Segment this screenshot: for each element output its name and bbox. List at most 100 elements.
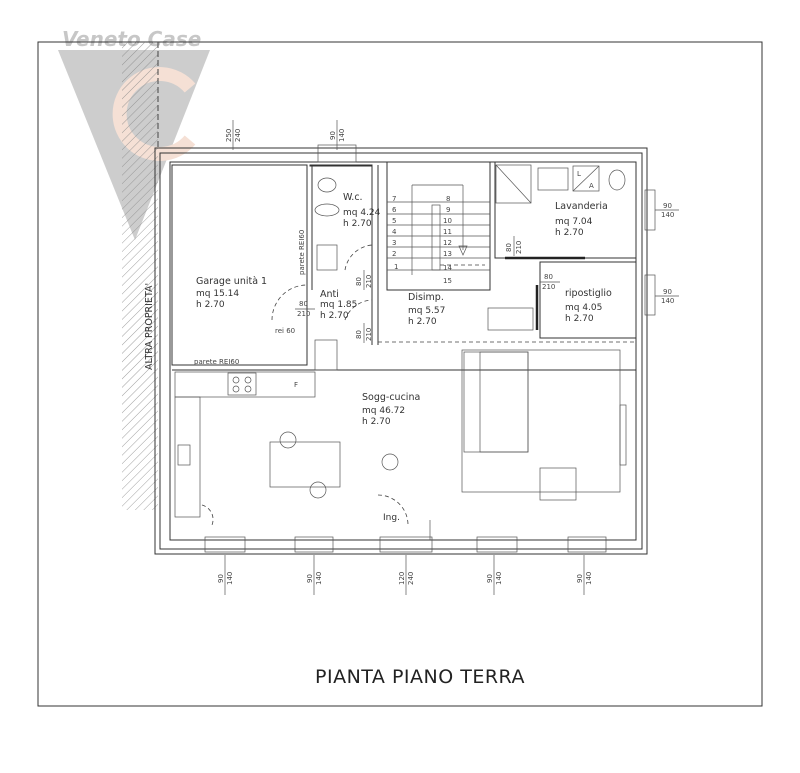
svg-text:5: 5 — [392, 217, 396, 225]
shower-icon — [495, 164, 532, 204]
svg-text:240: 240 — [407, 572, 415, 585]
svg-text:mq 15.14: mq 15.14 — [196, 289, 239, 299]
svg-text:mq 1.85: mq 1.85 — [320, 300, 357, 310]
svg-text:12: 12 — [443, 239, 452, 247]
tv — [619, 404, 627, 466]
svg-text:210: 210 — [365, 328, 373, 341]
washer-dryer-icon — [572, 165, 600, 192]
fridge-label: F — [294, 381, 298, 389]
svg-text:4: 4 — [392, 228, 397, 236]
room-anti: Anti mq 1.85 h 2.70 — [320, 289, 357, 321]
svg-text:mq 46.72: mq 46.72 — [362, 406, 405, 416]
room-lavanderia: Lavanderia mq 7.04 h 2.70 — [555, 201, 608, 238]
svg-text:2: 2 — [392, 250, 396, 258]
svg-text:80: 80 — [505, 243, 513, 252]
svg-text:90: 90 — [217, 574, 225, 583]
svg-text:A: A — [589, 182, 594, 190]
svg-text:210: 210 — [297, 310, 310, 318]
svg-text:80: 80 — [355, 277, 363, 286]
svg-text:8: 8 — [446, 195, 450, 203]
svg-text:90: 90 — [306, 574, 314, 583]
svg-text:6: 6 — [392, 206, 397, 214]
svg-text:Sogg-cucina: Sogg-cucina — [362, 392, 420, 403]
staircase: 7 6 5 4 3 2 1 8 9 10 11 12 13 14 15 — [387, 184, 490, 285]
bidet-icon — [314, 203, 340, 217]
svg-text:210: 210 — [542, 283, 555, 291]
svg-text:210: 210 — [515, 241, 523, 254]
svg-text:140: 140 — [338, 129, 346, 142]
sheet-frame — [37, 41, 763, 707]
sofa — [463, 351, 529, 453]
svg-text:80: 80 — [299, 300, 308, 308]
sink-icon — [316, 244, 338, 271]
svg-text:140: 140 — [226, 572, 234, 585]
svg-text:250: 250 — [225, 129, 233, 142]
svg-text:9: 9 — [446, 206, 450, 214]
svg-text:7: 7 — [392, 195, 396, 203]
svg-text:W.c.: W.c. — [343, 192, 363, 203]
svg-text:140: 140 — [585, 572, 593, 585]
svg-text:11: 11 — [443, 228, 452, 236]
person-icon — [381, 453, 399, 471]
svg-text:h 2.70: h 2.70 — [565, 314, 594, 324]
toilet-icon — [317, 177, 337, 193]
svg-text:140: 140 — [661, 297, 674, 305]
svg-text:h 2.70: h 2.70 — [362, 417, 391, 427]
sink-icon — [537, 167, 569, 191]
wall-note: parete REI60 — [298, 230, 306, 275]
svg-text:140: 140 — [315, 572, 323, 585]
room-disimpegno: Disimp. mq 5.57 h 2.70 — [408, 292, 445, 327]
svg-text:h 2.70: h 2.70 — [555, 228, 584, 238]
room-soggiorno-cucina: Sogg-cucina mq 46.72 h 2.70 — [362, 392, 420, 427]
cooktop-icon — [227, 372, 257, 396]
rug — [461, 349, 621, 493]
svg-text:mq 4.05: mq 4.05 — [565, 303, 602, 313]
svg-text:10: 10 — [443, 217, 452, 225]
svg-text:90: 90 — [486, 574, 494, 583]
svg-text:Anti: Anti — [320, 289, 339, 300]
interior-walls — [171, 161, 637, 371]
svg-text:140: 140 — [495, 572, 503, 585]
svg-text:ripostiglio: ripostiglio — [565, 288, 612, 299]
kitchen-counter — [174, 371, 316, 398]
svg-text:90: 90 — [663, 202, 672, 210]
svg-text:80: 80 — [544, 273, 553, 281]
room-ripostiglio: ripostiglio mq 4.05 h 2.70 — [565, 288, 612, 324]
svg-text:14: 14 — [443, 264, 452, 272]
svg-text:210: 210 — [365, 275, 373, 288]
svg-text:h 2.70: h 2.70 — [196, 300, 225, 310]
svg-text:Disimp.: Disimp. — [408, 292, 444, 303]
svg-text:3: 3 — [392, 239, 396, 247]
svg-text:h 2.70: h 2.70 — [320, 311, 349, 321]
svg-text:L: L — [577, 170, 581, 178]
armchair — [539, 467, 577, 501]
fixtures: L A F — [174, 164, 627, 518]
plan-title: PIANTA PIANO TERRA — [315, 666, 525, 688]
svg-text:90: 90 — [576, 574, 584, 583]
svg-text:140: 140 — [661, 211, 674, 219]
room-garage: Garage unità 1 mq 15.14 h 2.70 — [196, 276, 267, 310]
svg-text:15: 15 — [443, 277, 452, 285]
svg-text:mq 4.24: mq 4.24 — [343, 208, 381, 218]
svg-text:13: 13 — [443, 250, 452, 258]
svg-text:Garage unità 1: Garage unità 1 — [196, 276, 267, 287]
entrance-label: Ing. — [383, 513, 400, 523]
svg-text:80: 80 — [355, 330, 363, 339]
svg-text:h 2.70: h 2.70 — [408, 317, 437, 327]
svg-text:120: 120 — [398, 572, 406, 585]
cabinet — [487, 307, 534, 331]
svg-text:240: 240 — [234, 129, 242, 142]
svg-text:Lavanderia: Lavanderia — [555, 201, 608, 212]
svg-text:90: 90 — [663, 288, 672, 296]
sink-icon — [177, 444, 191, 466]
svg-text:1: 1 — [394, 263, 398, 271]
wall-note: rei 60 — [275, 327, 295, 335]
toilet-icon — [608, 169, 626, 191]
svg-text:mq 7.04: mq 7.04 — [555, 217, 593, 227]
wall-note: parete REI60 — [194, 358, 239, 366]
svg-text:mq 5.57: mq 5.57 — [408, 306, 445, 316]
svg-text:90: 90 — [329, 131, 337, 140]
dining-table — [269, 441, 341, 488]
